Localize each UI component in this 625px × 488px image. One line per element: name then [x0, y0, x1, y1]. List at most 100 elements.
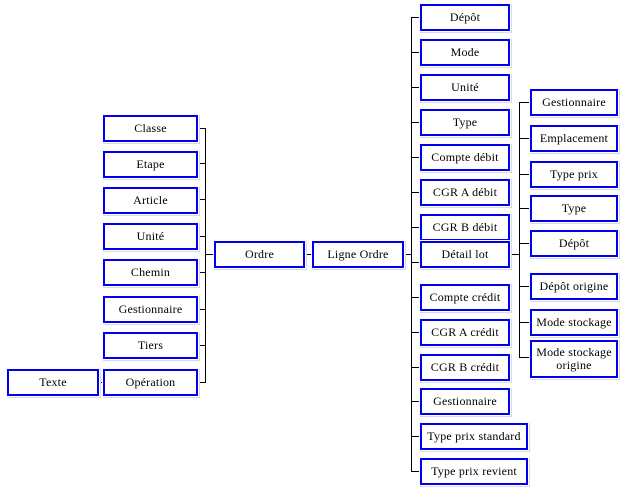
node-label: CGR A crédit: [431, 325, 499, 340]
node-type-prix-standard[interactable]: Type prix standard: [420, 423, 528, 450]
edge-stub-cgr-b-debit: [411, 227, 420, 228]
edge-column2-ordre: [205, 254, 215, 255]
node-ordre[interactable]: Ordre: [214, 241, 305, 268]
edge-stub-detail-lot: [411, 262, 420, 263]
node-mode-stockage[interactable]: Mode stockage: [530, 309, 618, 336]
node-label: Article: [133, 193, 168, 208]
node-label: Compte débit: [431, 150, 499, 165]
node-label: Ligne Ordre: [327, 247, 389, 262]
node-mode[interactable]: Mode: [420, 39, 510, 66]
node-tiers[interactable]: Tiers: [103, 332, 198, 359]
node-cgr-b-credit[interactable]: CGR B crédit: [420, 354, 510, 381]
node-label: Texte: [39, 375, 67, 390]
edge-trunk-column-6: [519, 102, 520, 358]
edge-stub-unite: [198, 236, 206, 237]
node-unite-2[interactable]: Unité: [420, 74, 510, 101]
node-label: Mode: [450, 45, 480, 60]
node-emplacement[interactable]: Emplacement: [530, 125, 618, 152]
edge-stub-type-prix: [519, 174, 531, 175]
node-type-prix-revient[interactable]: Type prix revient: [420, 458, 528, 485]
node-label: Gestionnaire: [433, 394, 497, 409]
edge-stub-type-prix-standard: [411, 436, 420, 437]
edge-stub-gestionnaire-2: [411, 401, 420, 402]
node-ligne-ordre[interactable]: Ligne Ordre: [312, 241, 404, 268]
node-compte-credit[interactable]: Compte crédit: [420, 284, 510, 311]
edge-stub-type-prix-revient: [411, 471, 420, 472]
node-label: Compte crédit: [429, 290, 501, 305]
node-mode-stockage-origine[interactable]: Mode stockage origine: [530, 340, 618, 378]
edge-stub-compte-credit: [411, 297, 420, 298]
node-label: Etape: [136, 157, 165, 172]
edge-trunk-column-5: [411, 17, 412, 471]
edge-stub-unite-2: [411, 87, 420, 88]
node-gestionnaire[interactable]: Gestionnaire: [103, 296, 198, 323]
node-chemin[interactable]: Chemin: [103, 259, 198, 286]
node-etape[interactable]: Etape: [103, 151, 198, 178]
edge-stub-chemin: [198, 272, 206, 273]
node-operation[interactable]: Opération: [103, 369, 198, 396]
edge-stub-tiers: [198, 345, 206, 346]
node-type-prix[interactable]: Type prix: [530, 161, 618, 188]
node-label: Classe: [134, 121, 167, 136]
node-label: Type: [561, 201, 587, 216]
node-label: Mode stockage origine: [536, 345, 612, 372]
node-cgr-a-credit[interactable]: CGR A crédit: [420, 319, 510, 346]
node-detail-lot[interactable]: Détail lot: [420, 241, 510, 268]
node-depot-2[interactable]: Dépôt: [530, 230, 618, 257]
node-unite[interactable]: Unité: [103, 223, 198, 250]
edge-stub-etape: [198, 163, 206, 164]
node-classe[interactable]: Classe: [103, 115, 198, 142]
node-label: Détail lot: [441, 247, 489, 262]
node-label: Unité: [136, 229, 165, 244]
node-gestionnaire-2[interactable]: Gestionnaire: [420, 388, 510, 415]
edge-stub-emplacement: [519, 138, 531, 139]
node-label: Type prix revient: [431, 464, 517, 479]
node-cgr-b-debit[interactable]: CGR B débit: [420, 214, 510, 241]
edge-ligne-ordre-column5: [404, 254, 412, 255]
node-article[interactable]: Article: [103, 187, 198, 214]
edge-stub-type-2: [519, 208, 531, 209]
node-label: Opération: [125, 375, 176, 390]
edge-texte-operation: [98, 382, 104, 383]
edge-stub-gestionnaire-3: [519, 102, 531, 103]
edge-trunk-column-2: [205, 128, 206, 383]
edge-stub-compte-debit: [411, 157, 420, 158]
node-label: Type prix standard: [427, 429, 521, 444]
node-label: Gestionnaire: [118, 302, 183, 317]
edge-stub-cgr-b-credit: [411, 367, 420, 368]
node-label: Type prix: [550, 167, 598, 182]
edge-stub-depot: [411, 17, 420, 18]
node-compte-debit[interactable]: Compte débit: [420, 144, 510, 171]
node-label: Gestionnaire: [542, 95, 606, 110]
node-label: Mode stockage: [536, 315, 612, 330]
node-label: Ordre: [245, 247, 274, 262]
node-label: Unité: [451, 80, 479, 95]
edge-stub-classe: [198, 128, 206, 129]
node-label: Chemin: [130, 265, 171, 280]
node-label: Dépôt origine: [539, 279, 609, 294]
node-label: CGR B débit: [432, 220, 498, 235]
edge-stub-operation: [198, 382, 206, 383]
node-label: Emplacement: [539, 131, 609, 146]
edge-stub-mode: [411, 52, 420, 53]
node-type-2[interactable]: Type: [530, 195, 618, 222]
node-depot[interactable]: Dépôt: [420, 4, 510, 31]
node-texte[interactable]: Texte: [7, 369, 99, 396]
node-label: CGR B crédit: [430, 360, 500, 375]
edge-stub-article: [198, 199, 206, 200]
node-label: Tiers: [137, 338, 164, 353]
edge-stub-cgr-a-credit: [411, 332, 420, 333]
edge-ordre-ligne-ordre: [305, 254, 313, 255]
node-cgr-a-debit[interactable]: CGR A débit: [420, 179, 510, 206]
node-label: Dépôt: [558, 236, 590, 251]
edge-stub-type: [411, 122, 420, 123]
node-label: Type: [452, 115, 478, 130]
edge-stub-mode-stockage: [519, 322, 531, 323]
node-gestionnaire-3[interactable]: Gestionnaire: [530, 89, 618, 116]
edge-stub-cgr-a-debit: [411, 192, 420, 193]
node-type[interactable]: Type: [420, 109, 510, 136]
edge-stub-depot-2: [519, 243, 531, 244]
node-label: CGR A débit: [432, 185, 498, 200]
node-depot-origine[interactable]: Dépôt origine: [530, 273, 618, 300]
